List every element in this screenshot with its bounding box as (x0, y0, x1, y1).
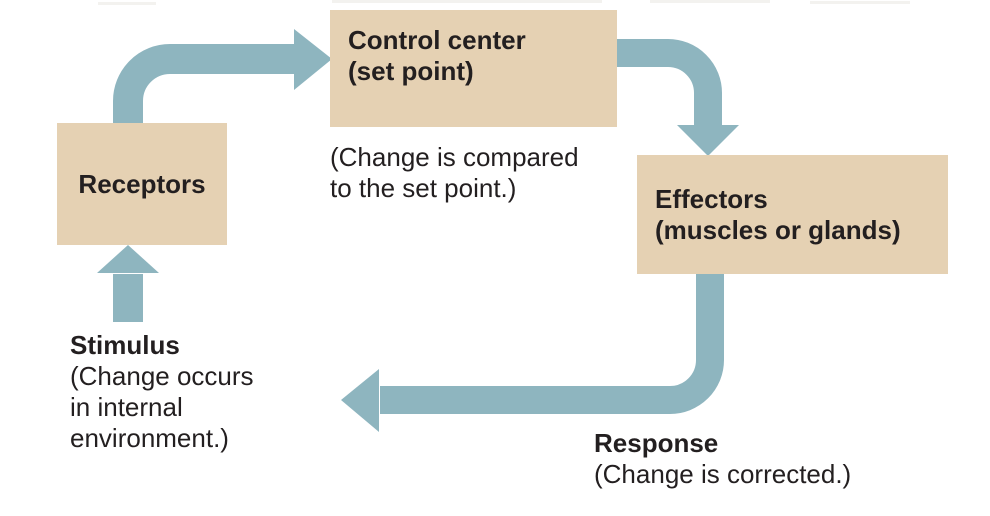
stimulus-note-line: in internal (70, 392, 183, 422)
crop-artifact (650, 0, 770, 3)
effectors-subtitle: (muscles or glands) (655, 214, 901, 245)
arrow-effectors-to-response (341, 273, 724, 432)
stimulus-note-line: environment.) (70, 423, 229, 453)
response-note-line: (Change is corrected.) (594, 459, 852, 489)
arrowhead-left-icon (341, 369, 379, 432)
compare-note-line: (Change is compared (330, 142, 579, 172)
crop-artifact (98, 2, 156, 5)
stimulus-label: Stimulus (Change occurs in internal envi… (70, 330, 254, 454)
compare-note-line: to the set point.) (330, 173, 517, 203)
arrow-shaft (616, 39, 722, 127)
crop-artifact (810, 1, 910, 4)
arrow-shaft (380, 273, 724, 414)
control-center-subtitle: (set point) (348, 56, 474, 86)
crop-artifact (332, 0, 602, 3)
control-center-box: Control center (set point) (330, 10, 617, 127)
stimulus-title: Stimulus (70, 330, 180, 360)
arrowhead-up-icon (97, 245, 159, 273)
effectors-box: Effectors (muscles or glands) (637, 155, 948, 274)
control-center-title: Control center (348, 25, 526, 55)
response-title: Response (594, 428, 719, 458)
arrowhead-down-icon (677, 125, 739, 156)
arrow-stimulus-to-receptors (97, 245, 159, 322)
stimulus-note-line: (Change occurs (70, 361, 254, 391)
compare-note: (Change is compared to the set point.) (330, 142, 579, 204)
arrow-control-center-to-effectors (616, 39, 739, 156)
arrow-shaft (113, 44, 296, 124)
response-label: Response (Change is corrected.) (594, 428, 851, 490)
effectors-title: Effectors (655, 183, 768, 214)
arrowhead-right-icon (294, 29, 332, 90)
receptors-label: Receptors (78, 168, 206, 199)
arrow-receptors-to-control-center (113, 29, 332, 124)
receptors-box: Receptors (57, 123, 227, 245)
